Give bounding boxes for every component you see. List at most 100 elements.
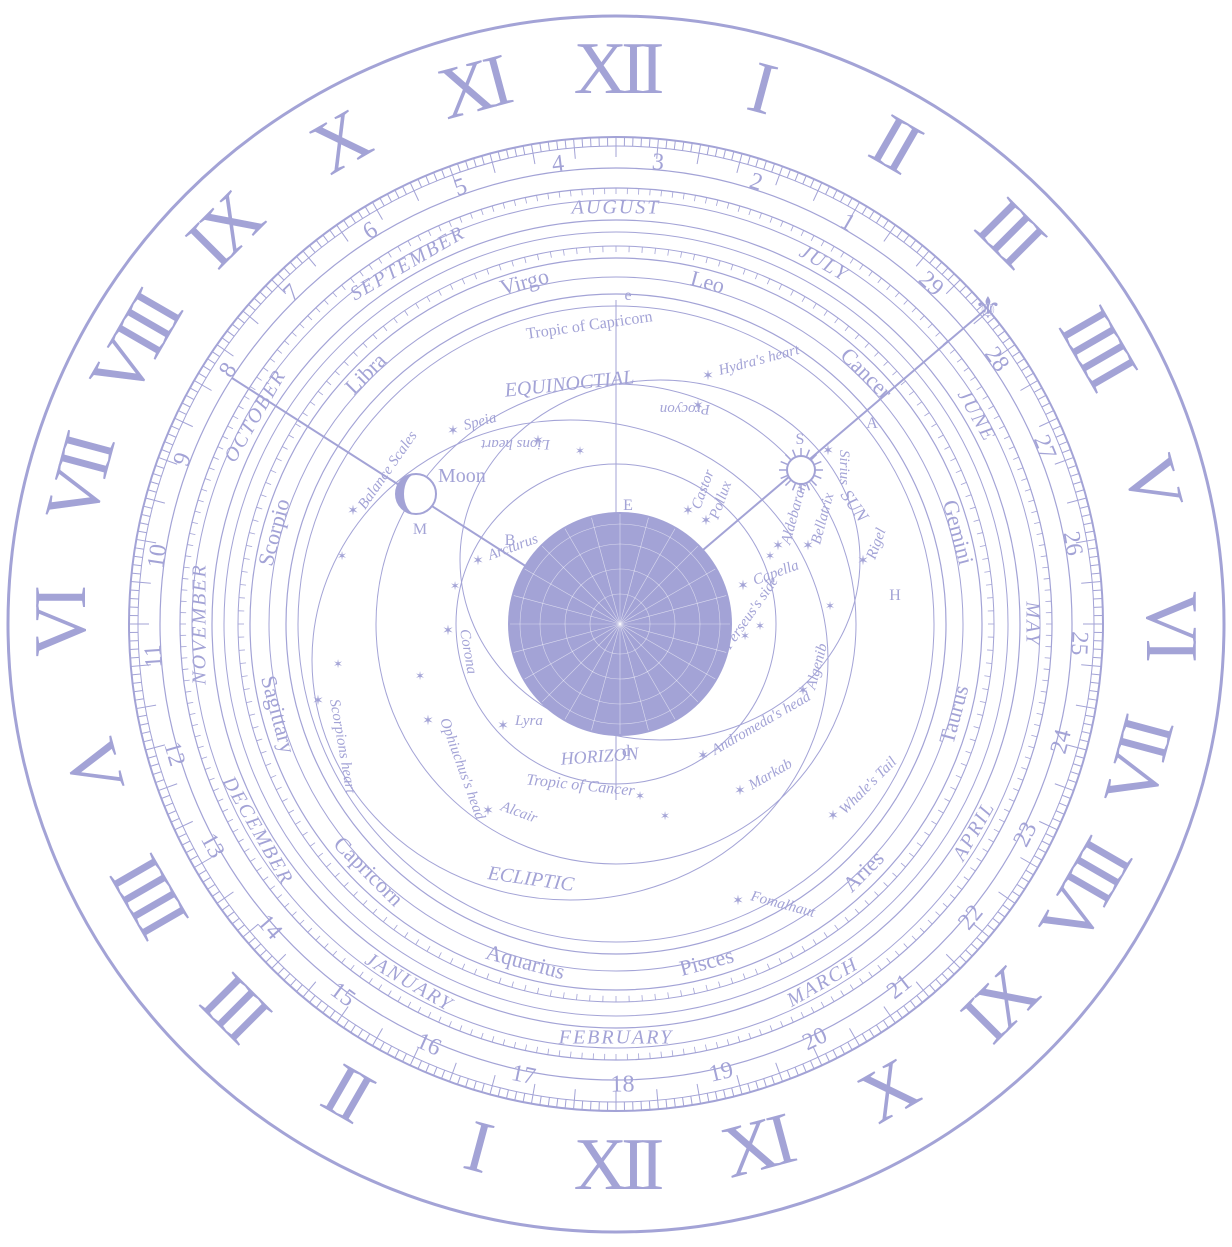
month-tick xyxy=(201,489,207,491)
zodiac-tick xyxy=(394,925,398,930)
outer-tick xyxy=(441,169,444,177)
month-tick xyxy=(514,200,515,206)
zodiac-tick xyxy=(487,269,489,275)
month-tick xyxy=(209,778,215,780)
month-tick xyxy=(570,190,571,196)
outer-tick xyxy=(498,1088,500,1097)
month-tick xyxy=(195,735,201,737)
zodiac-tick xyxy=(917,843,922,847)
zodiac-tick xyxy=(563,992,564,998)
month-tick xyxy=(860,978,863,983)
outer-tick xyxy=(344,220,349,227)
outer-tick xyxy=(683,142,684,151)
month-tick xyxy=(964,368,969,372)
zodiac-tick xyxy=(824,311,827,316)
outer-tick xyxy=(1082,514,1091,516)
roman-numeral: VIII xyxy=(74,277,199,411)
month-tick xyxy=(683,193,684,199)
month-tick xyxy=(428,1012,431,1017)
outer-tick xyxy=(426,1064,430,1072)
day-number: 12 xyxy=(158,739,190,769)
outer-tick xyxy=(1062,795,1070,798)
zodiac-tick xyxy=(884,361,888,365)
outer-tick xyxy=(1076,705,1096,708)
zodiac-tick xyxy=(944,799,949,802)
outer-tick xyxy=(238,318,245,324)
zodiac-tick xyxy=(835,925,839,930)
outer-tick xyxy=(1046,411,1054,415)
day-number: 6 xyxy=(358,217,382,245)
outer-tick xyxy=(260,292,267,298)
outer-tick xyxy=(582,138,583,147)
day-number: 11 xyxy=(140,644,168,669)
outer-tick xyxy=(1081,665,1101,667)
star-icon: ✶ xyxy=(422,714,434,729)
roman-numeral: XI xyxy=(430,39,519,136)
month-tick xyxy=(182,669,188,670)
month-tick xyxy=(559,1050,560,1056)
month-tick xyxy=(1039,702,1045,703)
star-icon: ✶ xyxy=(822,444,834,459)
zodiac-tick xyxy=(791,290,794,295)
star-icon: ✶ xyxy=(635,789,645,803)
month-tick xyxy=(999,426,1004,429)
month-tick xyxy=(503,1039,505,1045)
star-icon: ✶ xyxy=(333,657,343,671)
outer-tick xyxy=(649,138,650,147)
outer-tick xyxy=(131,582,151,584)
zodiac-tick xyxy=(253,727,259,729)
outer-tick xyxy=(380,198,384,206)
zodiac-tick xyxy=(909,391,914,395)
month-tick xyxy=(548,193,549,199)
roman-numeral: X xyxy=(845,1042,932,1140)
month-tick xyxy=(869,972,873,977)
outer-tick xyxy=(182,841,190,845)
zodiac-tick xyxy=(892,873,896,877)
outer-tick xyxy=(373,202,383,219)
outer-tick xyxy=(148,756,157,758)
outer-tick xyxy=(904,1006,909,1013)
outer-tick xyxy=(565,1099,566,1108)
zodiac-tick xyxy=(755,969,757,975)
point-letter-H: H xyxy=(889,587,901,604)
star-icon: ✶ xyxy=(740,629,750,643)
zodiac-tick xyxy=(242,676,248,677)
zodiac-tick xyxy=(977,714,983,715)
month-tick xyxy=(950,350,955,354)
day-number: 28 xyxy=(979,342,1014,377)
zodiac-tick xyxy=(917,402,922,406)
month-tick xyxy=(470,213,472,219)
zodiac-tick xyxy=(499,265,501,271)
outer-tick xyxy=(138,531,147,533)
outer-tick xyxy=(168,811,176,815)
outer-tick xyxy=(1026,870,1034,875)
month-tick xyxy=(983,396,988,399)
month-tick xyxy=(233,416,238,419)
roman-numeral: I xyxy=(456,1105,499,1190)
outer-tick xyxy=(1089,691,1098,692)
month-tick xyxy=(277,895,282,899)
zodiac-tick xyxy=(576,248,577,254)
month-tick xyxy=(1021,478,1027,480)
month-label: FEBRUARY xyxy=(558,1027,674,1049)
month-tick xyxy=(694,195,695,201)
month-tick xyxy=(1028,500,1034,502)
month-tick xyxy=(791,1017,793,1022)
outer-tick xyxy=(948,274,954,280)
month-tick xyxy=(201,757,207,759)
month-tick xyxy=(661,190,662,196)
month-tick xyxy=(912,936,916,940)
month-tick xyxy=(716,1042,717,1048)
zodiac-tick xyxy=(977,533,983,534)
zodiac-tick xyxy=(462,964,464,969)
outer-tick xyxy=(222,905,229,910)
month-tick xyxy=(187,702,193,703)
day-number: 8 xyxy=(214,358,242,382)
zodiac-tick xyxy=(310,402,315,406)
star-icon: ✶ xyxy=(697,749,709,764)
outer-tick xyxy=(1090,682,1099,683)
outer-tick xyxy=(358,1029,363,1037)
outer-tick xyxy=(999,892,1015,903)
zodiac-sign: Pisces xyxy=(677,942,737,980)
zodiac-tick xyxy=(373,334,377,339)
